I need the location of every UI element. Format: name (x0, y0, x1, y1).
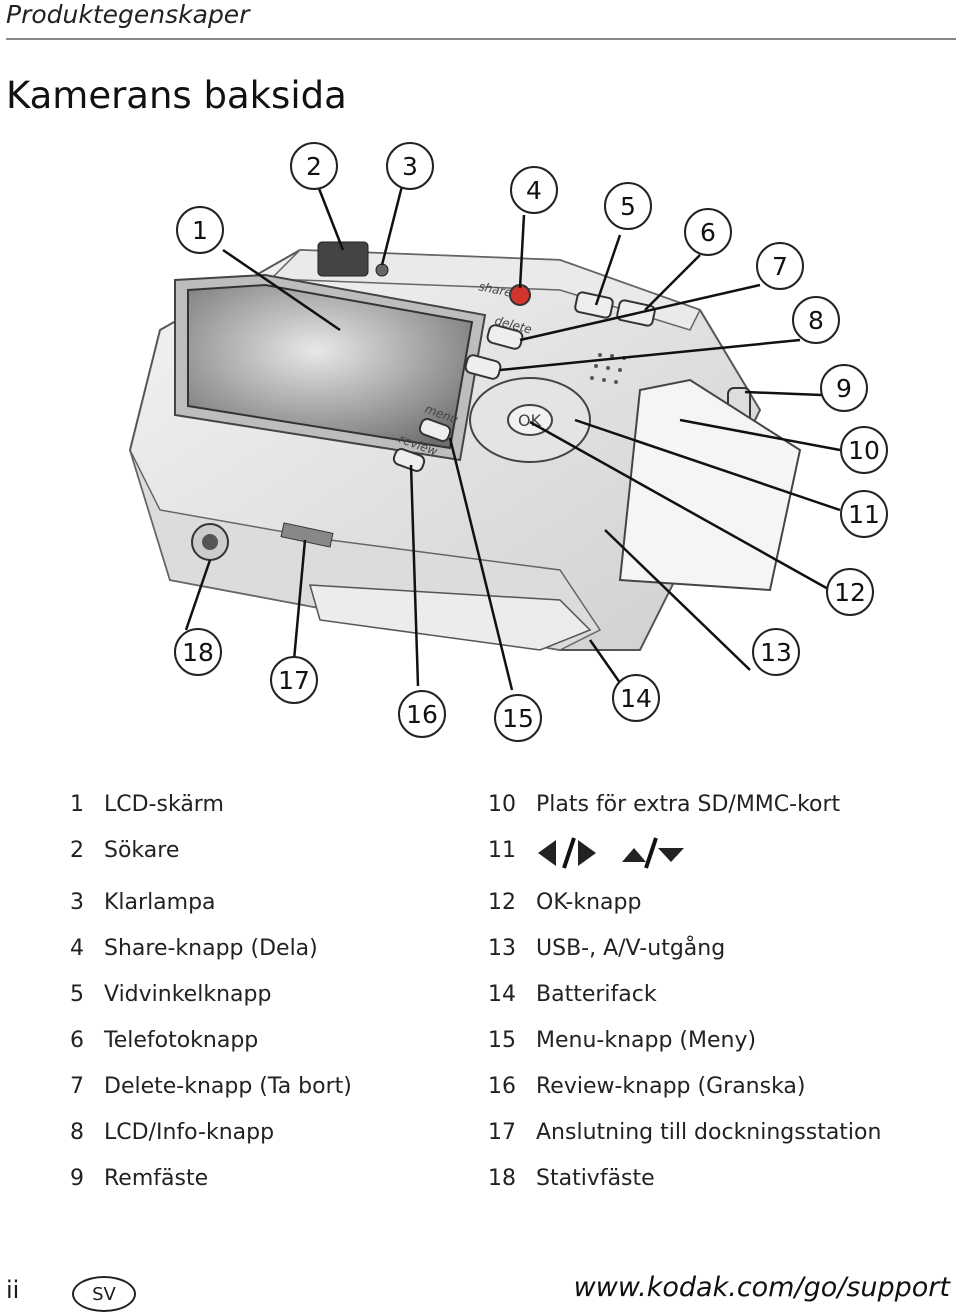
language-badge: SV (72, 1276, 136, 1312)
section-header: Produktegenskaper (6, 0, 250, 29)
lcd-screen (187, 283, 474, 450)
callout-8: 8 (792, 296, 840, 344)
callout-9: 9 (820, 364, 868, 412)
callout-15: 15 (494, 694, 542, 742)
viewfinder (317, 241, 369, 277)
menu-button-art (418, 418, 452, 442)
header-divider (6, 38, 956, 40)
review-button-art (392, 448, 426, 472)
callout-6: 6 (684, 208, 732, 256)
left-right-up-down-arrows-icon (538, 837, 684, 869)
leader-lines (184, 185, 841, 691)
callout-16: 16 (398, 690, 446, 738)
callout-5: 5 (604, 182, 652, 230)
right-arrow-icon (578, 840, 596, 866)
up-arrow-icon (622, 848, 646, 862)
down-arrow-icon (658, 848, 684, 862)
info-button-art (464, 354, 502, 380)
callout-3: 3 (386, 142, 434, 190)
callout-7: 7 (756, 242, 804, 290)
support-link[interactable]: www.kodak.com/go/support (573, 1272, 950, 1303)
callout-18: 18 (174, 628, 222, 676)
page-title: Kamerans baksida (6, 74, 347, 117)
battery-door (308, 584, 592, 651)
callout-11: 11 (840, 490, 888, 538)
ready-light (375, 263, 389, 277)
callout-12: 12 (826, 568, 874, 616)
callout-1: 1 (176, 206, 224, 254)
callout-17: 17 (270, 656, 318, 704)
left-arrow-icon (538, 840, 556, 866)
callout-14: 14 (612, 674, 660, 722)
camera-illustration: share delete OK menu review (128, 185, 841, 691)
callout-13: 13 (752, 628, 800, 676)
camera-back-diagram: share delete OK menu review (0, 130, 960, 750)
share-label-art: share (477, 279, 513, 300)
page-number: ii (6, 1276, 20, 1304)
zoom-wide-art (574, 291, 614, 319)
callout-10: 10 (840, 426, 888, 474)
callout-2: 2 (290, 142, 338, 190)
delete-button-art (486, 324, 524, 350)
callout-4: 4 (510, 166, 558, 214)
